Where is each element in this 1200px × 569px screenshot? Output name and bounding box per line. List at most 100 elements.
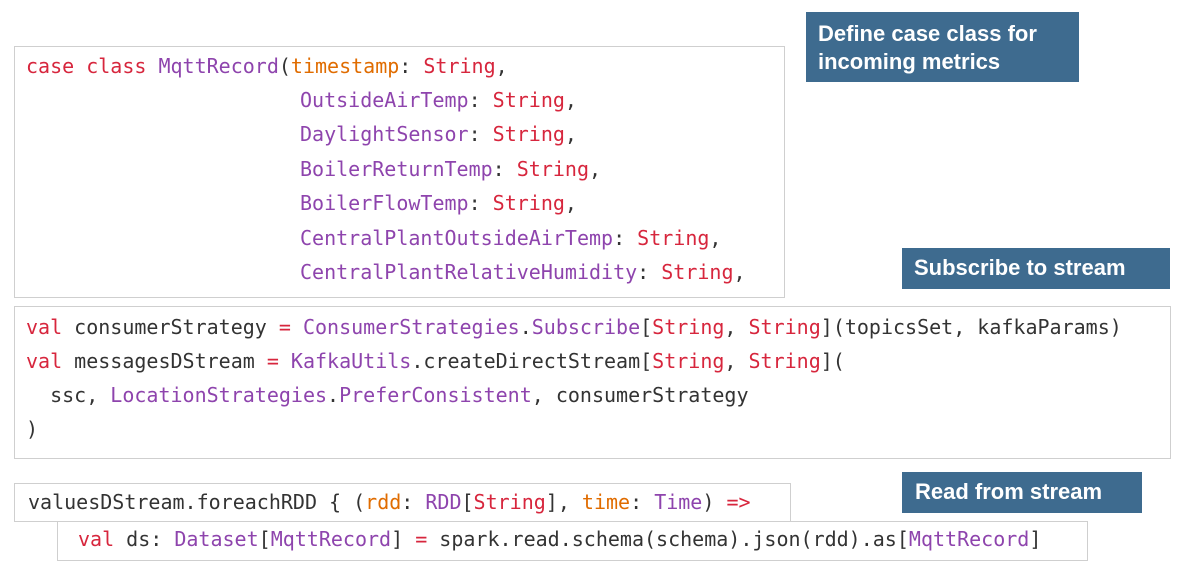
param-comma: , xyxy=(495,54,508,78)
read-line-1: valuesDStream.foreachRDD { (rdd: RDD[Str… xyxy=(28,485,751,519)
field-line: CentralPlantOutsideAirTemp: String, xyxy=(300,221,721,255)
field-colon: : xyxy=(468,122,493,146)
case-class-line-1: case class MqttRecord(timestamp: String, xyxy=(26,49,508,83)
field-colon: : xyxy=(613,226,638,250)
foreach-call: valuesDStream.foreachRDD { ( xyxy=(28,490,366,514)
keyword-val: val xyxy=(26,315,63,339)
field-colon: : xyxy=(468,191,493,215)
type-arg: String xyxy=(652,349,725,373)
method-name: .createDirectStream xyxy=(411,349,641,373)
object-name: ConsumerStrategies xyxy=(290,315,520,339)
subscribe-code-block xyxy=(14,306,1171,459)
operator-equals: = xyxy=(266,349,279,373)
param-name: time xyxy=(581,490,631,514)
close-paren: ) xyxy=(26,417,39,441)
field-type: String xyxy=(492,88,565,112)
open-bracket: [ xyxy=(258,527,271,551)
open-paren: ( xyxy=(278,54,291,78)
args-rest: , consumerStrategy xyxy=(531,383,749,407)
object-name: LocationStrategies xyxy=(110,383,328,407)
keyword-case-class: case class xyxy=(26,54,159,78)
field-comma: , xyxy=(733,260,746,284)
class-name: MqttRecord xyxy=(158,54,279,78)
identifier: consumerStrategy xyxy=(62,315,279,339)
type-arg: String xyxy=(473,490,546,514)
field-colon: : xyxy=(637,260,662,284)
keyword-val: val xyxy=(78,527,115,551)
open-bracket: [ xyxy=(461,490,474,514)
close-bracket: ]( xyxy=(820,349,845,373)
identifier: ds xyxy=(114,527,151,551)
close-paren: ) xyxy=(702,490,727,514)
operator-equals: = xyxy=(278,315,291,339)
type-colon: : xyxy=(150,527,175,551)
field-name: BoilerFlowTemp xyxy=(300,191,469,215)
param-colon: : xyxy=(399,54,424,78)
method-name: Subscribe xyxy=(531,315,641,339)
open-bracket: [ xyxy=(640,349,653,373)
type-arg: MqttRecord xyxy=(908,527,1030,551)
close-bracket: ] xyxy=(391,527,416,551)
field-type: String xyxy=(492,122,565,146)
subscribe-line-3: ssc, LocationStrategies.PreferConsistent… xyxy=(26,378,749,412)
type-arg: String xyxy=(748,315,821,339)
close-bracket: ] xyxy=(1029,527,1042,551)
call-args: (topicsSet, kafkaParams) xyxy=(832,315,1122,339)
field-name: CentralPlantOutsideAirTemp xyxy=(300,226,614,250)
field-line: BoilerReturnTemp: String, xyxy=(300,152,601,186)
open-bracket: [ xyxy=(640,315,653,339)
call-chain: spark.read.schema(schema).json(rdd).as xyxy=(427,527,897,551)
object-name: KafkaUtils xyxy=(278,349,412,373)
arrow-operator: => xyxy=(726,490,751,514)
field-line: CentralPlantRelativeHumidity: String, xyxy=(300,255,746,289)
type-name: Dataset xyxy=(174,527,259,551)
field-type: String xyxy=(637,226,710,250)
separator: , xyxy=(724,315,749,339)
type-arg: MqttRecord xyxy=(270,527,392,551)
param-colon: : xyxy=(401,490,426,514)
type-arg: String xyxy=(748,349,821,373)
field-line: DaylightSensor: String, xyxy=(300,117,577,151)
identifier: messagesDStream xyxy=(62,349,267,373)
read-line-2: val ds: Dataset[MqttRecord] = spark.read… xyxy=(78,522,1041,556)
open-bracket: [ xyxy=(896,527,909,551)
field-name: DaylightSensor xyxy=(300,122,469,146)
field-line: OutsideAirTemp: String, xyxy=(300,83,577,117)
keyword-val: val xyxy=(26,349,63,373)
field-comma: , xyxy=(564,122,577,146)
field-name: BoilerReturnTemp xyxy=(300,157,493,181)
callout-read-from-stream: Read from stream xyxy=(902,472,1142,513)
close-bracket: ], xyxy=(545,490,582,514)
field-comma: , xyxy=(564,88,577,112)
param-name: timestamp xyxy=(290,54,400,78)
field-comma: , xyxy=(589,157,602,181)
field-type: String xyxy=(492,191,565,215)
field-type: String xyxy=(516,157,589,181)
param-type: RDD xyxy=(425,490,462,514)
field-type: String xyxy=(661,260,734,284)
field-line: BoilerFlowTemp: String, xyxy=(300,186,577,220)
param-type: String xyxy=(423,54,496,78)
operator-equals: = xyxy=(415,527,428,551)
param-type: Time xyxy=(654,490,703,514)
dot: . xyxy=(519,315,532,339)
param-colon: : xyxy=(630,490,655,514)
subscribe-line-1: val consumerStrategy = ConsumerStrategie… xyxy=(26,310,1122,344)
close-bracket: ] xyxy=(820,315,833,339)
dot: . xyxy=(327,383,340,407)
callout-define-case-class: Define case class for incoming metrics xyxy=(806,12,1079,82)
param-name: rdd xyxy=(365,490,402,514)
subscribe-line-2: val messagesDStream = KafkaUtils.createD… xyxy=(26,344,845,378)
separator: , xyxy=(724,349,749,373)
field-name: OutsideAirTemp xyxy=(300,88,469,112)
field-colon: : xyxy=(492,157,517,181)
type-arg: String xyxy=(652,315,725,339)
field-comma: , xyxy=(709,226,722,250)
callout-subscribe-to-stream: Subscribe to stream xyxy=(902,248,1170,289)
case-class-code-block xyxy=(14,46,785,298)
subscribe-line-4: ) xyxy=(26,412,38,446)
read-code-block-line-2 xyxy=(57,521,1088,561)
args-start: ssc, xyxy=(26,383,111,407)
member-name: PreferConsistent xyxy=(339,383,532,407)
field-name: CentralPlantRelativeHumidity xyxy=(300,260,638,284)
